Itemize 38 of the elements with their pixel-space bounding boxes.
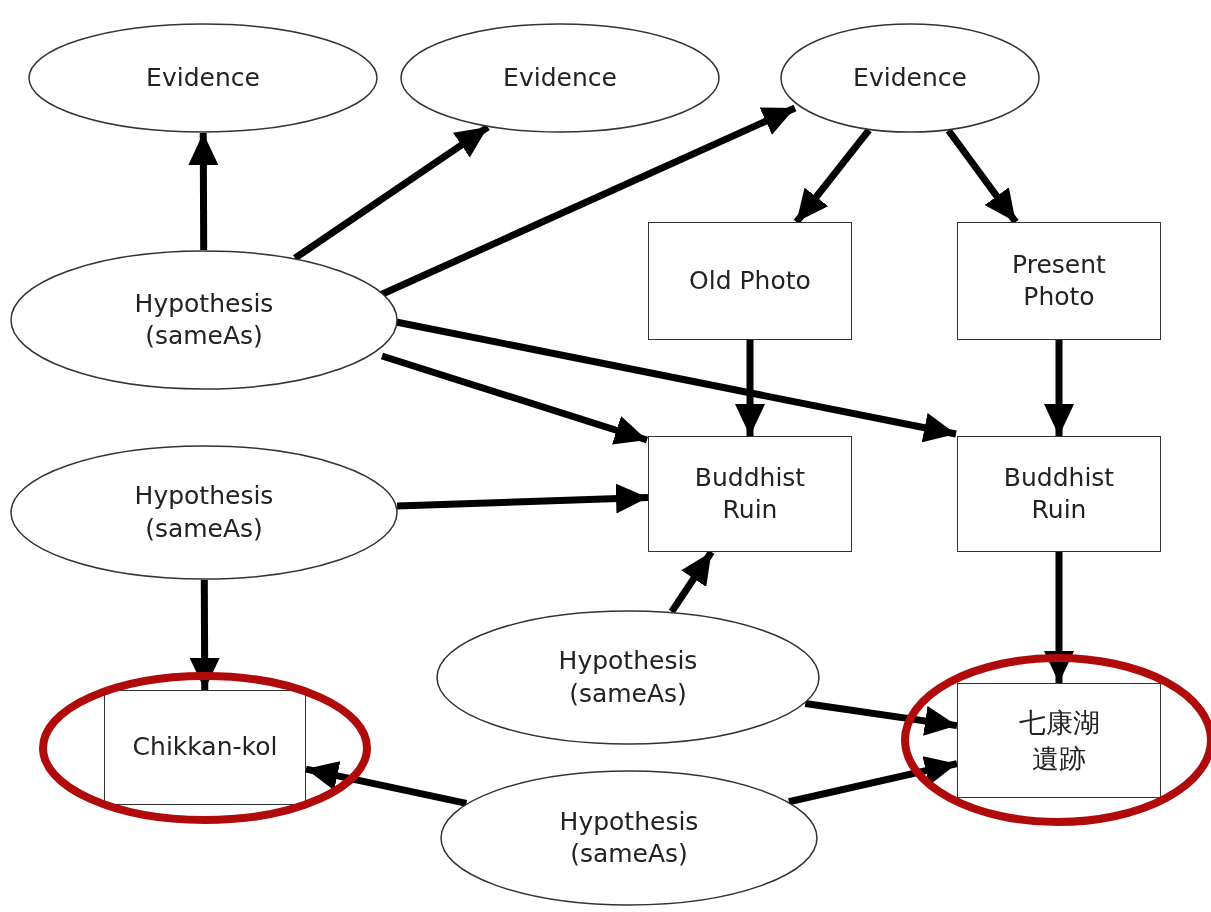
node-label: Hypothesis (sameAs) <box>557 645 699 710</box>
arrow <box>189 580 220 691</box>
arrow <box>188 133 219 250</box>
rect-node <box>957 436 1161 552</box>
rect-node <box>648 222 852 340</box>
node-label: Hypothesis (sameAs) <box>133 480 275 545</box>
arrow <box>293 124 490 262</box>
arrow <box>668 550 715 614</box>
node-label: Hypothesis (sameAs) <box>133 287 275 352</box>
node-label: Buddhist Ruin <box>693 461 807 526</box>
ellipse-node <box>436 610 820 745</box>
arrow <box>1044 552 1074 683</box>
arrow <box>788 756 958 806</box>
rect-node <box>104 690 306 805</box>
node-label: Buddhist Ruin <box>1002 461 1116 526</box>
arrow <box>735 340 765 436</box>
rect-node <box>957 683 1161 798</box>
rect-node <box>648 436 852 552</box>
arrow <box>305 761 468 807</box>
arrow <box>396 483 649 514</box>
ellipse-node <box>10 250 398 390</box>
node-label: Evidence <box>503 61 617 94</box>
rect-node <box>957 222 1161 340</box>
node-label: Chikkan-kol <box>132 731 278 764</box>
node-label: Evidence <box>853 61 967 94</box>
node-label: Old Photo <box>689 264 811 297</box>
ellipse-node <box>10 445 398 580</box>
arrow <box>380 352 649 445</box>
node-label: Evidence <box>146 61 260 94</box>
node-label: Present Photo <box>1011 248 1107 313</box>
ellipse-node <box>400 23 720 133</box>
ellipse-node <box>440 770 818 906</box>
arrow <box>804 699 958 736</box>
node-label: 七康湖遺跡 <box>1017 706 1101 776</box>
node-label: Hypothesis (sameAs) <box>558 805 700 870</box>
ellipse-node <box>780 23 1040 133</box>
arrow <box>1044 340 1074 436</box>
ellipse-node <box>28 23 378 133</box>
